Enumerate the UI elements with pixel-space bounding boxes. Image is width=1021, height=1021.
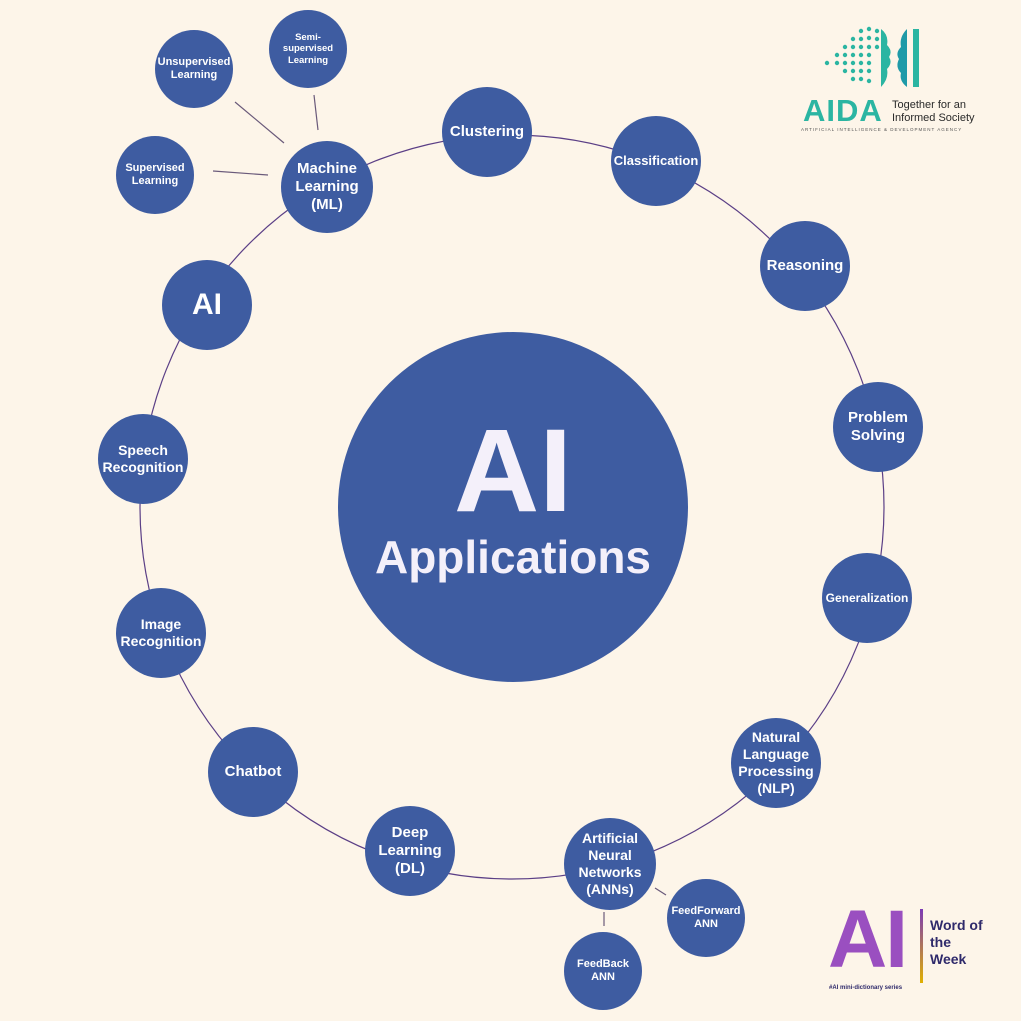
node-label: Clustering: [448, 123, 526, 141]
aida-subtitle: ARTIFICIAL INTELLIGENCE & DEVELOPMENT AG…: [801, 127, 963, 132]
node-label-line: Learning: [295, 178, 359, 195]
node-clustering: Clustering: [442, 87, 532, 177]
node-label-line: Semi-supervised: [282, 31, 334, 55]
node-generalization: Generalization: [822, 553, 912, 643]
spoke-semi-supervised-learning: [313, 94, 319, 131]
node-label-line: Artificial: [581, 830, 638, 847]
node-label-line: Deep: [391, 824, 429, 841]
node-chatbot: Chatbot: [208, 727, 298, 817]
spoke-supervised-learning: [212, 170, 269, 176]
node-label-line: Neural: [588, 847, 632, 864]
spoke-feedforward-ann: [654, 887, 667, 896]
node-label-line: Networks: [578, 864, 642, 880]
node-classification: Classification: [611, 116, 701, 206]
aida-dots-icon: [824, 26, 919, 87]
node-label: AI: [190, 287, 224, 323]
node-label-line: FeedBack: [577, 957, 629, 970]
node-label: Reasoning: [765, 257, 846, 275]
node-label: Generalization: [824, 591, 911, 605]
node-label-line: (ANNs): [586, 880, 634, 897]
node-label-line: Reasoning: [766, 257, 844, 274]
node-label-line: (NLP): [757, 779, 795, 796]
badge-divider: [920, 909, 923, 983]
node-label-line: Recognition: [120, 633, 202, 649]
node-label-line: Chatbot: [224, 763, 282, 780]
node-label-line: FeedForward: [671, 904, 741, 917]
node-label: Classification: [612, 153, 701, 169]
node-label-line: Learning: [131, 175, 179, 187]
node-label-line: Supervised: [125, 161, 185, 174]
node-label-line: Problem: [847, 409, 908, 426]
node-label-line: Clustering: [449, 123, 525, 140]
node-reasoning: Reasoning: [760, 221, 850, 311]
node-label-line: Image: [140, 616, 182, 633]
node-label-line: Unsupervised: [157, 55, 231, 68]
aida-logo: AIDA Together for an Informed Society AR…: [795, 25, 985, 140]
center-title: AI: [454, 404, 572, 537]
node-label-line: Speech: [118, 442, 168, 459]
node-ai: AI: [162, 260, 252, 350]
spoke-unsupervised-learning: [234, 101, 285, 144]
node-label-line: Solving: [850, 427, 906, 444]
node-label-line: Learning: [378, 842, 442, 859]
aida-tagline: Together for an Informed Society: [892, 99, 975, 125]
word-of-the-week-badge: AI Word of the Week #AI mini-dictionary …: [825, 899, 985, 995]
node-label-line: ANN: [694, 918, 718, 930]
node-label-line: Learning: [170, 69, 218, 81]
node-label-line: (DL): [395, 860, 425, 877]
node-label-line: Language: [742, 746, 810, 763]
badge-ai-mark: AI: [828, 894, 908, 985]
node-label-line: AI: [192, 288, 222, 321]
aida-wordmark: AIDA: [803, 93, 883, 128]
node-label-line: Learning: [287, 54, 329, 66]
node-label-line: (ML): [311, 196, 343, 213]
node-label-line: Machine: [296, 160, 357, 177]
node-label-line: Generalization: [825, 590, 909, 605]
badge-series: #AI mini-dictionary series: [829, 985, 903, 991]
node-label-line: ANN: [591, 971, 615, 983]
node-label-line: Classification: [613, 153, 699, 169]
node-label-line: Recognition: [102, 459, 184, 475]
badge-title: Word of the Week: [930, 917, 983, 967]
node-label-line: Processing: [738, 763, 814, 779]
center-node: AI Applications: [338, 332, 688, 682]
node-label-line: Natural: [751, 729, 801, 746]
node-label: Chatbot: [223, 763, 284, 781]
center-subtitle: Applications: [374, 530, 652, 583]
